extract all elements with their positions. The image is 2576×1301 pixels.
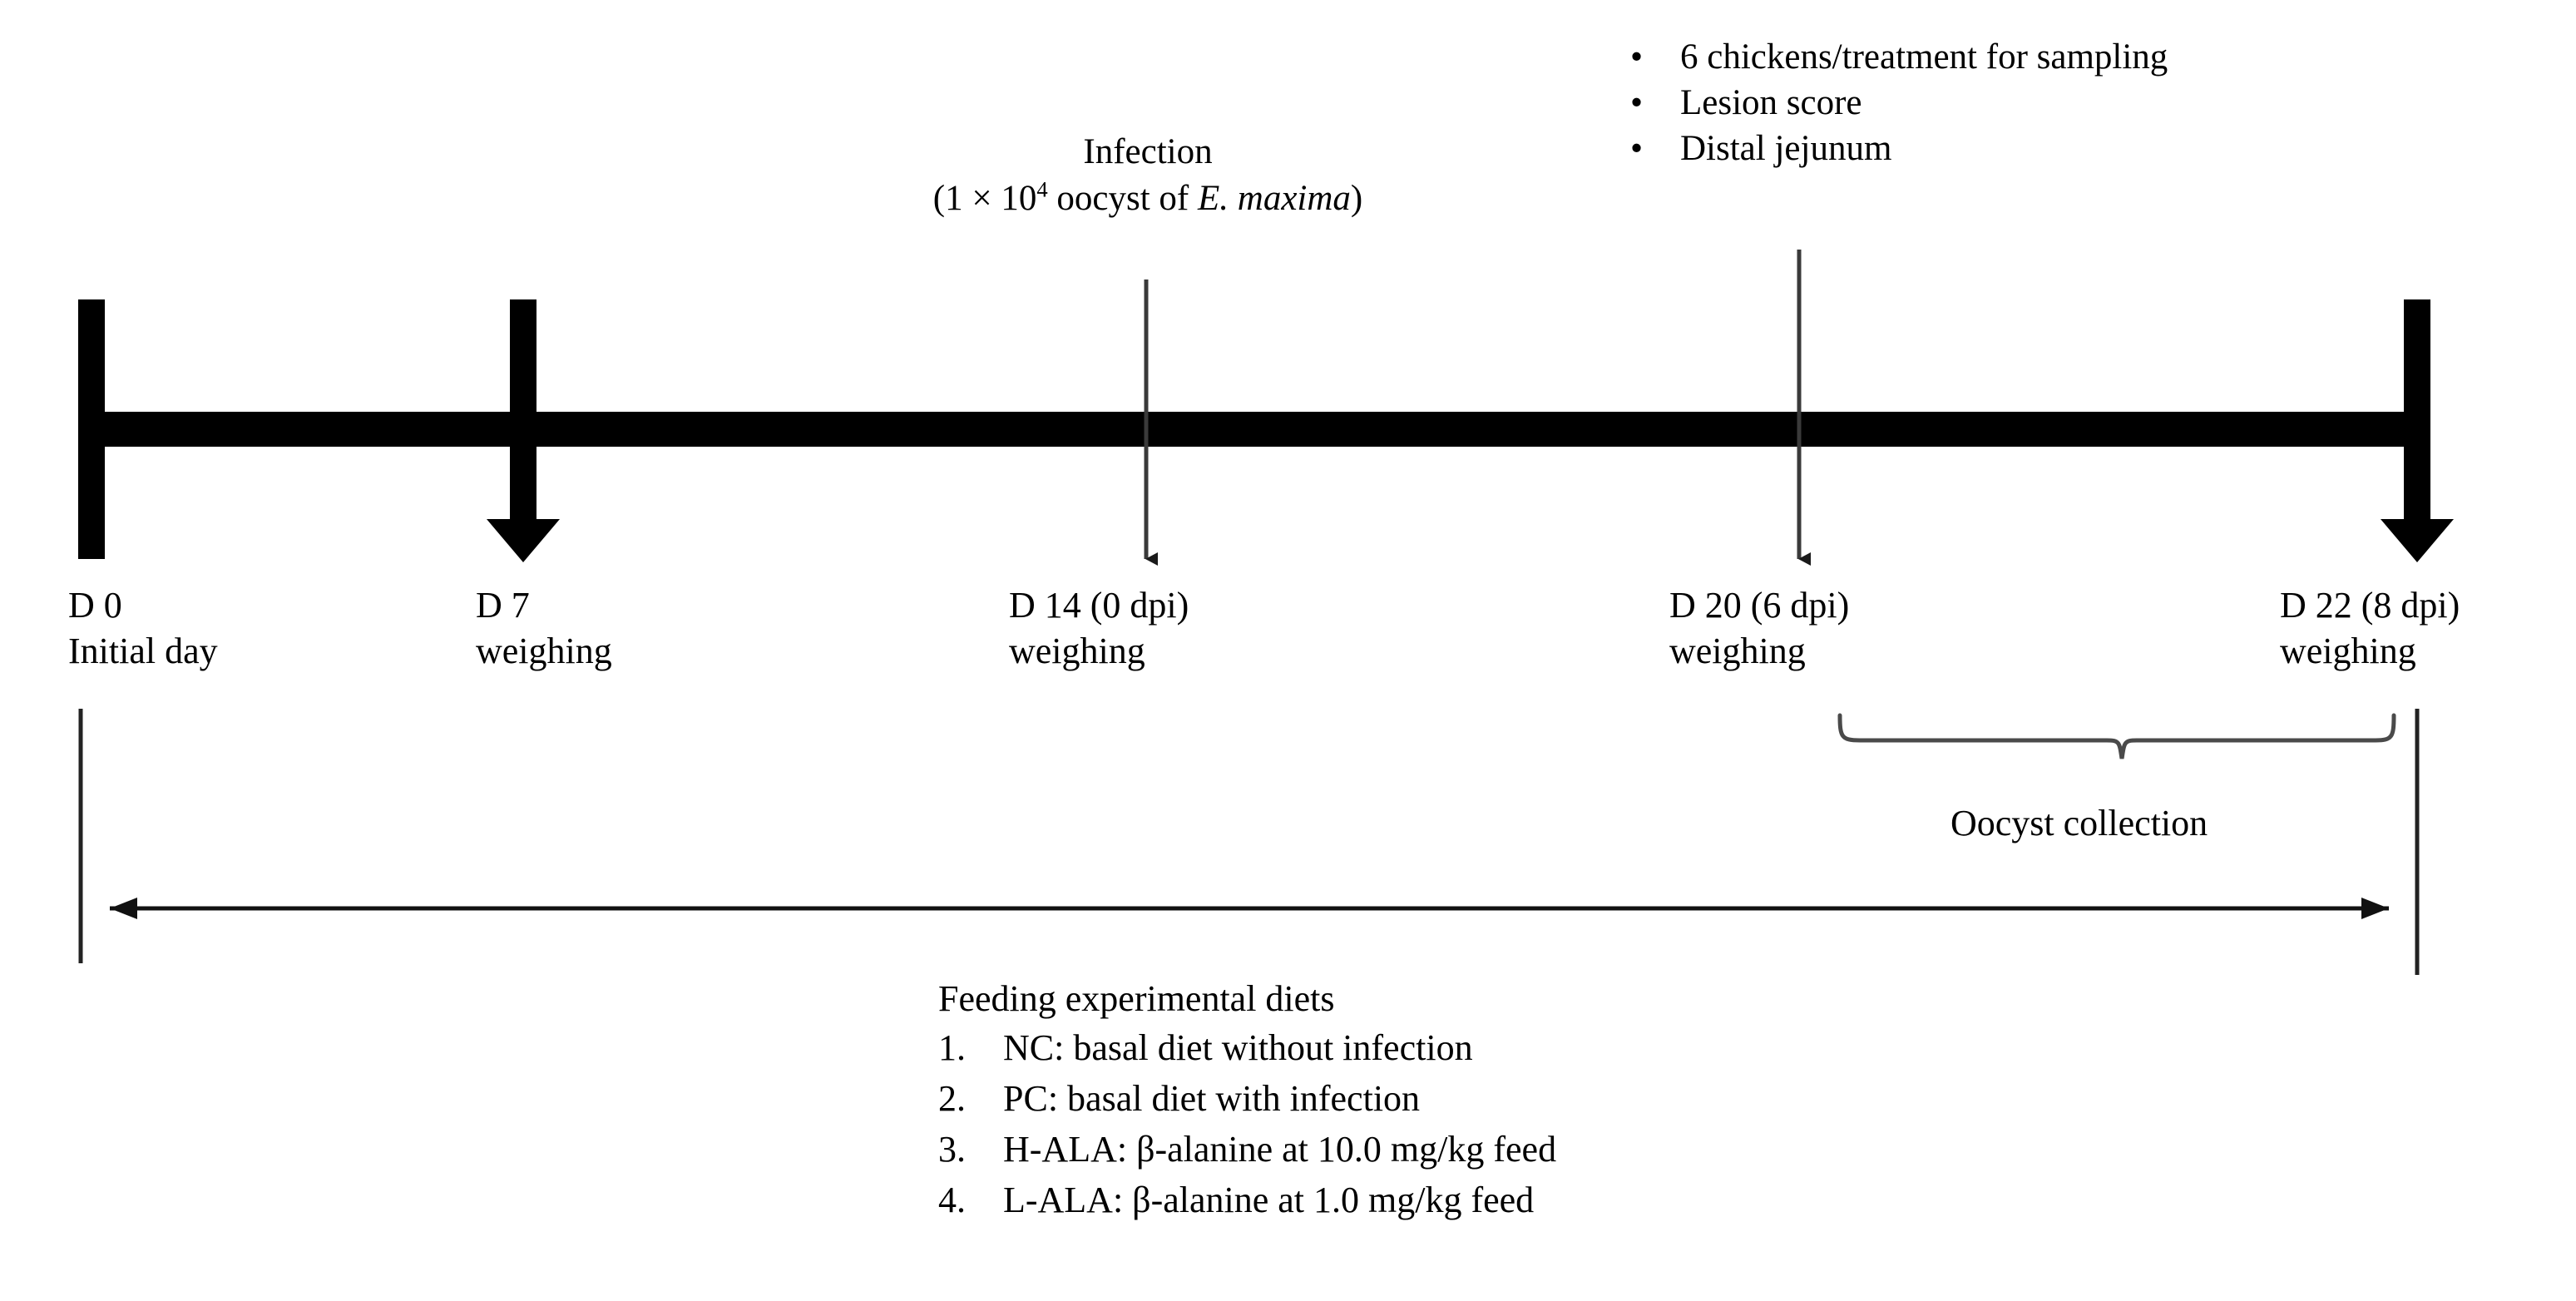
feeding-diets-heading: Feeding experimental diets — [938, 978, 1335, 1019]
timepoint-event: weighing — [1669, 631, 1806, 671]
treatment-label: H-ALA: β-alanine at 10.0 mg/kg feed — [1003, 1129, 1557, 1170]
infection-dose-exponent: 4 — [1036, 176, 1048, 202]
list-item: 1. NC: basal diet without infection — [938, 1022, 1556, 1073]
treatment-number: 4. — [938, 1180, 966, 1220]
timepoint-day: D 0 — [68, 585, 122, 626]
infection-dose-species: E. maxima — [1198, 179, 1351, 218]
timepoint-label-d0: D 0 Initial day — [68, 582, 218, 674]
bullet-icon: • — [1630, 83, 1644, 122]
oocyst-collection-brace — [1837, 713, 2396, 759]
treatment-number: 3. — [938, 1129, 966, 1170]
sampling-item-label: Lesion score — [1680, 83, 1862, 122]
tick-d0 — [78, 299, 105, 559]
timepoint-label-d14: D 14 (0 dpi) weighing — [1009, 582, 1189, 674]
infection-callout: Infection (1 × 104 oocyst of E. maxima) — [848, 129, 1447, 222]
bullet-icon: • — [1630, 129, 1644, 168]
sampling-item-label: 6 chickens/treatment for sampling — [1680, 37, 2168, 77]
oocyst-collection-label: Oocyst collection — [1951, 803, 2208, 843]
list-item: • Lesion score — [1624, 81, 2281, 125]
infection-dose-mid: oocyst of — [1047, 179, 1198, 218]
treatment-label: PC: basal diet with infection — [1003, 1078, 1421, 1119]
infection-callout-title: Infection — [1083, 132, 1213, 171]
list-item: 4. L-ALA: β-alanine at 1.0 mg/kg feed — [938, 1175, 1556, 1225]
bullet-icon: • — [1630, 37, 1644, 77]
treatment-label: L-ALA: β-alanine at 1.0 mg/kg feed — [1003, 1180, 1535, 1220]
timepoint-event: Initial day — [68, 631, 218, 671]
sampling-item-label: Distal jejunum — [1680, 129, 1892, 168]
timepoint-event: weighing — [1009, 631, 1145, 671]
treatment-label: NC: basal diet without infection — [1003, 1027, 1473, 1068]
treatment-number: 2. — [938, 1078, 966, 1119]
sampling-bullet-list: • 6 chickens/treatment for sampling • Le… — [1624, 35, 2281, 171]
feeding-diets-block: Feeding experimental diets 1. NC: basal … — [938, 975, 1556, 1225]
timepoint-label-d7: D 7 weighing — [476, 582, 612, 674]
timepoint-event: weighing — [2280, 631, 2416, 671]
list-item: 3. H-ALA: β-alanine at 10.0 mg/kg feed — [938, 1124, 1556, 1175]
tick-d22 — [2381, 299, 2454, 562]
tick-d7 — [487, 299, 560, 562]
list-item: 2. PC: basal diet with infection — [938, 1073, 1556, 1124]
timepoint-label-d20: D 20 (6 dpi) weighing — [1669, 582, 1849, 674]
infection-callout-dose: (1 × 104 oocyst of E. maxima) — [848, 176, 1447, 222]
sampling-callout: • 6 chickens/treatment for sampling • Le… — [1624, 35, 2281, 172]
timepoint-day: D 22 (8 dpi) — [2280, 585, 2460, 626]
timeline-axis-bar — [91, 412, 2420, 447]
treatment-number: 1. — [938, 1027, 966, 1068]
timepoint-day: D 14 (0 dpi) — [1009, 585, 1189, 626]
timepoint-event: weighing — [476, 631, 612, 671]
infection-dose-prefix: (1 × 10 — [932, 179, 1037, 218]
treatment-list: 1. NC: basal diet without infection 2. P… — [938, 1022, 1556, 1225]
infection-dose-suffix: ) — [1350, 179, 1363, 218]
list-item: • Distal jejunum — [1624, 126, 2281, 171]
list-item: • 6 chickens/treatment for sampling — [1624, 35, 2281, 79]
timepoint-day: D 20 (6 dpi) — [1669, 585, 1850, 626]
timepoint-label-d22: D 22 (8 dpi) weighing — [2280, 582, 2460, 674]
timepoint-day: D 7 — [476, 585, 530, 626]
